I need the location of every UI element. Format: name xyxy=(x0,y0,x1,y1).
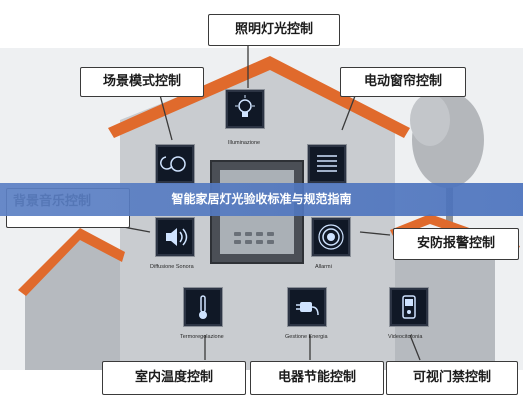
thermometer-icon[interactable] xyxy=(184,288,222,326)
keypad-button xyxy=(267,240,274,244)
keypad-button xyxy=(267,232,274,236)
connector-lines xyxy=(117,44,421,361)
main-roof xyxy=(108,56,410,138)
tile-caption-alarm: Allarmi xyxy=(315,264,332,270)
tile-caption-temperature: Termoregolazione xyxy=(180,334,224,340)
keypad-button xyxy=(245,240,252,244)
intercom-icon[interactable] xyxy=(390,288,428,326)
blinds-icon[interactable] xyxy=(308,145,346,183)
keypad-button xyxy=(245,232,252,236)
tile-caption-audio: Diffusione Sonora xyxy=(150,264,194,270)
callout-lighting: 照明灯光控制 xyxy=(208,14,340,46)
keypad-button xyxy=(256,240,263,244)
left-roof xyxy=(18,228,125,296)
tile-caption-illumination: Illuminazione xyxy=(228,140,261,146)
callout-scene: 场景模式控制 xyxy=(80,67,204,97)
keypad-button xyxy=(256,232,263,236)
keypad-button xyxy=(234,240,241,244)
callout-intercom: 可视门禁控制 xyxy=(386,361,518,395)
callout-appliance: 电器节能控制 xyxy=(250,361,384,395)
callout-security: 安防报警控制 xyxy=(393,228,519,260)
alarm-icon[interactable] xyxy=(312,218,350,256)
plug-icon[interactable] xyxy=(288,288,326,326)
sun-moon-icon[interactable] xyxy=(156,145,194,183)
callout-temperature: 室内温度控制 xyxy=(102,361,246,395)
tile-caption-energy: Gestione Energia xyxy=(285,334,328,340)
title-banner: 智能家居灯光验收标准与规范指南 xyxy=(0,183,523,216)
callout-curtain: 电动窗帘控制 xyxy=(340,67,466,97)
keypad-button xyxy=(234,232,241,236)
tile-caption-video: Videocitofonia xyxy=(388,334,423,340)
lightbulb-icon[interactable] xyxy=(226,90,264,128)
speaker-icon[interactable] xyxy=(156,218,194,256)
banner-title: 智能家居灯光验收标准与规范指南 xyxy=(171,192,352,206)
